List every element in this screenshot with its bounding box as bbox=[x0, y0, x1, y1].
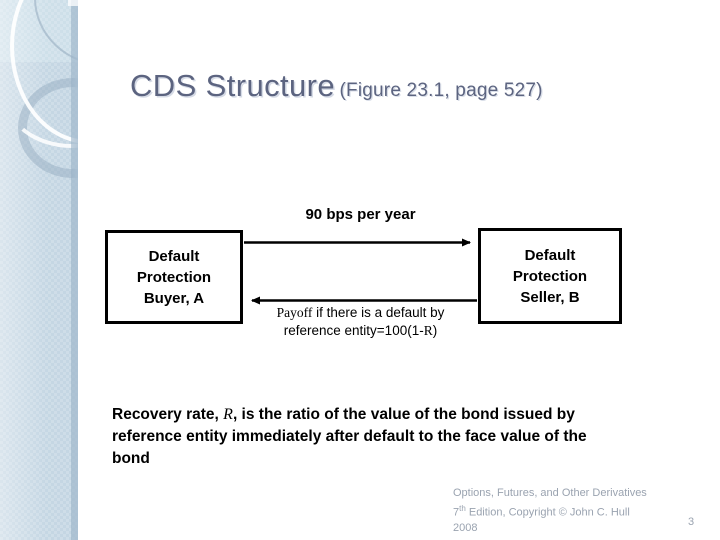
default-protection-seller-box: Default Protection Seller, B bbox=[478, 228, 622, 324]
payoff-label-line2: reference entity=100(1-R) bbox=[243, 322, 478, 340]
payoff-word: Payoff bbox=[276, 305, 313, 320]
sidebar-edge-shade bbox=[71, 0, 78, 540]
buyer-box-line3: Buyer, A bbox=[143, 289, 205, 307]
recovery-rate-variable: R bbox=[223, 406, 233, 423]
payoff-line2-prefix: reference entity=100(1- bbox=[283, 323, 424, 338]
seller-box-line1: Default bbox=[524, 246, 576, 264]
body-text-part2: , is the ratio of the value of the bond … bbox=[112, 406, 587, 467]
page-title: CDS Structure (Figure 23.1, page 527) bbox=[130, 68, 543, 104]
slide-page-number: 3 bbox=[688, 516, 695, 528]
payoff-label-line1: Payoff if there is a default by bbox=[243, 304, 478, 322]
footer-edition-number: 7 bbox=[453, 506, 460, 519]
recovery-rate-description: Recovery rate, R, is the ratio of the va… bbox=[112, 404, 617, 470]
footer-line-year: 2008 bbox=[453, 521, 478, 534]
sidebar-top-corner-highlight bbox=[68, 0, 78, 6]
page-title-figure-reference: (Figure 23.1, page 527) bbox=[339, 80, 543, 101]
payoff-line2-suffix: ) bbox=[432, 323, 438, 338]
footer-copyright-rest: Edition, Copyright © John C. Hull bbox=[465, 506, 630, 519]
footer-line-edition-copyright: 7th Edition, Copyright © John C. Hull bbox=[453, 501, 683, 521]
footer-edition-ordinal: th bbox=[459, 504, 466, 513]
premium-arrow-label: 90 bps per year bbox=[305, 206, 416, 223]
body-text-part1: Recovery rate, bbox=[112, 406, 224, 423]
payoff-line1-rest: if there is a default by bbox=[312, 305, 445, 320]
footer-line-book-title: Options, Futures, and Other Derivatives bbox=[453, 487, 647, 499]
payoff-arrow-label: Payoff if there is a default by referenc… bbox=[243, 304, 478, 340]
seller-box-line2: Protection bbox=[512, 267, 588, 285]
page-title-main: CDS Structure bbox=[130, 68, 336, 103]
buyer-box-line2: Protection bbox=[136, 268, 212, 286]
recovery-rate-variable-in-formula: R bbox=[423, 323, 433, 338]
default-protection-buyer-box: Default Protection Buyer, A bbox=[105, 230, 243, 324]
slide-footer: Options, Futures, and Other Derivatives … bbox=[453, 486, 683, 536]
buyer-box-line1: Default bbox=[148, 247, 200, 265]
seller-box-line3: Seller, B bbox=[520, 288, 580, 306]
decorative-sidebar bbox=[0, 0, 78, 540]
